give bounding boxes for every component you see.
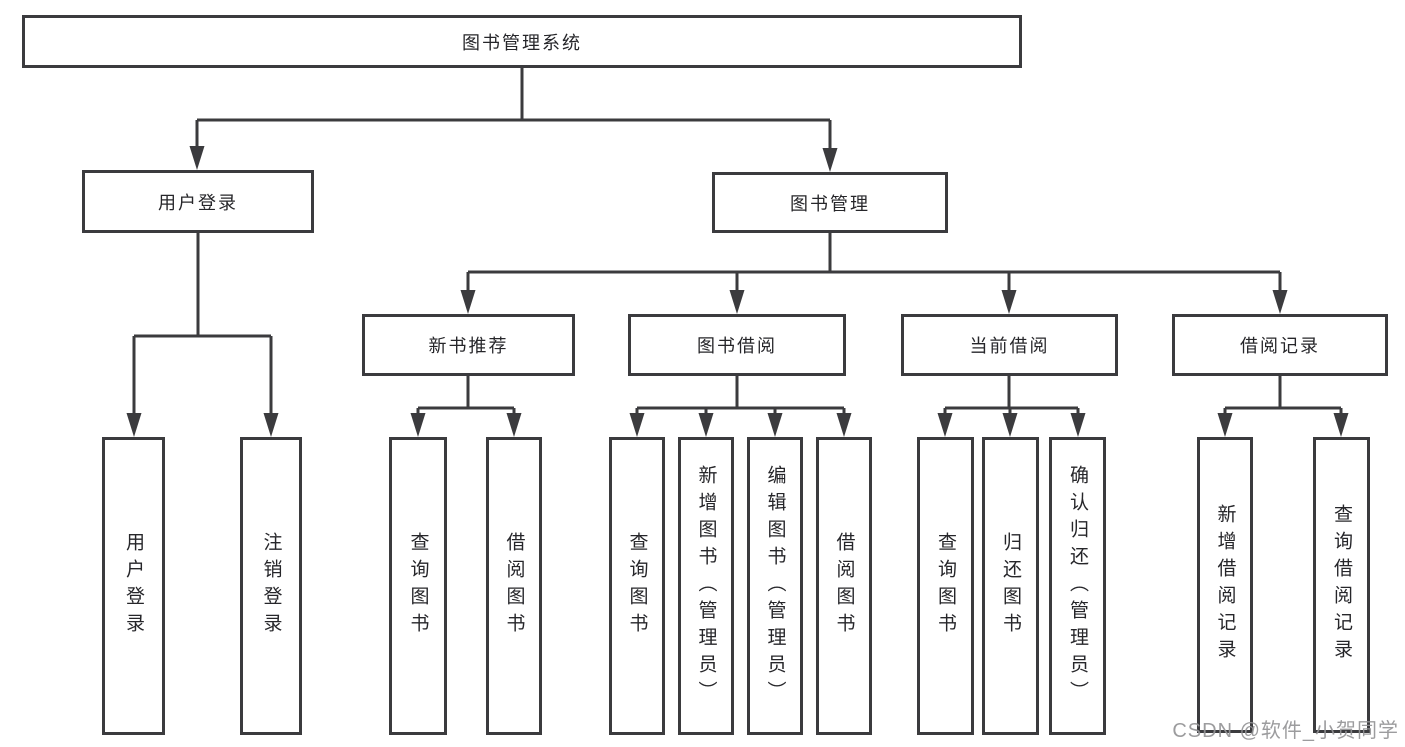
arrowheads — [126, 146, 1349, 437]
leaf-user-login: 用户登录 — [102, 437, 165, 735]
leaf-logout-login: 注销登录 — [240, 437, 302, 735]
leaf-newbook-borrow-book: 借阅图书 — [486, 437, 542, 735]
leaf-newbook-query-book: 查询图书 — [389, 437, 447, 735]
leaf-current-return-book: 归还图书 — [982, 437, 1039, 735]
leaf-borrow-borrow-book: 借阅图书 — [816, 437, 872, 735]
node-book-borrow: 图书借阅 — [628, 314, 846, 376]
leaf-borrow-edit-book-admin: 编辑图书（管理员） — [747, 437, 803, 735]
leaf-current-query-book: 查询图书 — [917, 437, 974, 735]
leaf-borrow-query-book: 查询图书 — [609, 437, 665, 735]
node-new-book-recommend: 新书推荐 — [362, 314, 575, 376]
leaf-current-confirm-return-admin: 确认归还（管理员） — [1049, 437, 1106, 735]
leaf-record-add-borrow-record: 新增借阅记录 — [1197, 437, 1253, 733]
node-current-borrow: 当前借阅 — [901, 314, 1118, 376]
node-borrow-record: 借阅记录 — [1172, 314, 1388, 376]
node-user-login: 用户登录 — [82, 170, 314, 233]
leaf-borrow-add-book-admin: 新增图书（管理员） — [678, 437, 734, 735]
node-book-management: 图书管理 — [712, 172, 948, 233]
leaf-record-query-borrow-record: 查询借阅记录 — [1313, 437, 1370, 733]
csdn-watermark: CSDN @软件_小贺同学 — [1172, 720, 1399, 742]
node-root-system: 图书管理系统 — [22, 15, 1022, 68]
